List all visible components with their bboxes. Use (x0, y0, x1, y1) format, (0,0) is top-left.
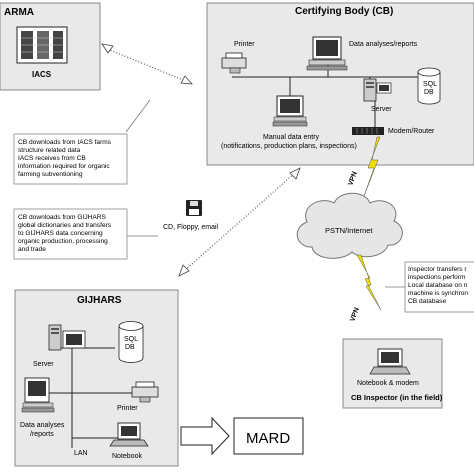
iacs-server-rack-icon (16, 26, 68, 64)
vpn-lightning-top (363, 136, 381, 197)
cb-manual-entry-detail: (notifications, production plans, inspec… (221, 143, 357, 150)
gijhars-sql-db-icon (118, 321, 144, 363)
arma-panel: ARMA IACS (0, 2, 101, 91)
iacs-note-line-4: information required for organic (18, 163, 110, 170)
inspector-note-line-1: Inspector transfers r (408, 266, 467, 273)
gijhars-workstation-icon (21, 377, 55, 413)
gijhars-title: GIJHARS (77, 295, 122, 306)
iacs-note: CB downloads from IACS farms structure r… (13, 133, 128, 185)
inspector-title: CB Inspector (in the field) (351, 393, 443, 402)
iacs-note-line-2: structure related data (18, 147, 81, 154)
cloud-label: PSTN/Internet (325, 226, 373, 235)
inspector-notebook-label: Notebook & modem (357, 380, 419, 387)
cb-modem-router-icon (352, 127, 384, 135)
gijhars-printer-label: Printer (117, 405, 138, 412)
gijhars-lan-label: LAN (74, 450, 88, 457)
inspector-note-line-2: inspections perform (408, 274, 466, 281)
gijhars-printer-icon (131, 381, 159, 403)
inspector-panel: Notebook & modem CB Inspector (in the fi… (342, 338, 443, 409)
cb-manual-entry-label: Manual data entry (263, 134, 320, 141)
iacs-note-line-1: CB downloads from IACS farms (18, 139, 112, 146)
iacs-label: IACS (32, 70, 52, 79)
cb-printer-label: Printer (234, 41, 255, 48)
cb-db-label: DB (424, 89, 434, 96)
iacs-note-connector (125, 99, 151, 133)
inspector-note: Inspector transfers r inspections perfor… (404, 261, 474, 313)
cb-gijhars-arrow (178, 167, 301, 277)
vpn-bottom-label: VPN (349, 307, 361, 323)
cb-modem-router-label: Modem/Router (388, 128, 435, 135)
mard-arrow (180, 416, 230, 456)
cb-title: Certifying Body (CB) (295, 6, 393, 17)
cb-workstation-icon (306, 36, 348, 71)
media-label: CD, Floppy, email (163, 224, 219, 231)
cb-manual-entry-pc-icon (272, 95, 308, 127)
gijhars-panel: GIJHARS Server SQL DB Data a (14, 289, 179, 467)
gijhars-note-line-5: and trade (18, 246, 46, 253)
cb-data-analyses-label: Data analyses/reports (349, 41, 418, 48)
vpn-top-label: VPN (347, 171, 359, 187)
cb-printer-icon (221, 52, 247, 74)
inspector-note-line-3: Local database on n (408, 282, 468, 289)
gijhars-server-icon (48, 324, 86, 351)
gijhars-note-line-2: global dictionaries and transfers (18, 222, 112, 229)
cb-panel: Certifying Body (CB) Printer Data analys… (206, 2, 474, 166)
iacs-note-line-5: farming subventioning (18, 171, 83, 178)
gijhars-notebook-label: Notebook (112, 453, 142, 460)
cb-server-label: Server (371, 106, 392, 113)
cb-sql-db-icon (417, 67, 441, 105)
gijhars-data-analyses-label: Data analyses (20, 422, 65, 429)
gijhars-notebook-icon (109, 422, 149, 447)
arma-title: ARMA (4, 7, 34, 18)
gijhars-db-label: DB (125, 344, 135, 351)
pstn-internet-cloud (296, 192, 403, 259)
cb-server-icon (363, 78, 392, 102)
gijhars-note: CB downloads from GIJHARS global diction… (13, 208, 128, 260)
gijhars-sql-label: SQL (124, 336, 138, 343)
gijhars-reports-label: /reports (30, 431, 54, 438)
inspector-notebook-icon (369, 348, 411, 375)
cb-sql-label: SQL (423, 81, 437, 88)
arma-cb-arrow (101, 43, 193, 85)
gijhars-server-label: Server (33, 361, 54, 368)
mard-box (233, 417, 304, 455)
vpn-lightning-bottom (356, 254, 382, 311)
inspector-note-line-5: CB database (408, 298, 446, 305)
gijhars-note-line-1: CB downloads from GIJHARS (18, 214, 107, 221)
gijhars-note-line-3: to GIJHARS data concerning (18, 230, 103, 237)
mard-label: MARD (246, 430, 290, 447)
floppy-disk-icon (186, 200, 202, 216)
iacs-note-line-3: IACS receives from CB (18, 155, 86, 162)
inspector-note-line-4: machine is synchron (408, 290, 468, 297)
gijhars-note-line-4: organic production, processing (18, 238, 108, 245)
